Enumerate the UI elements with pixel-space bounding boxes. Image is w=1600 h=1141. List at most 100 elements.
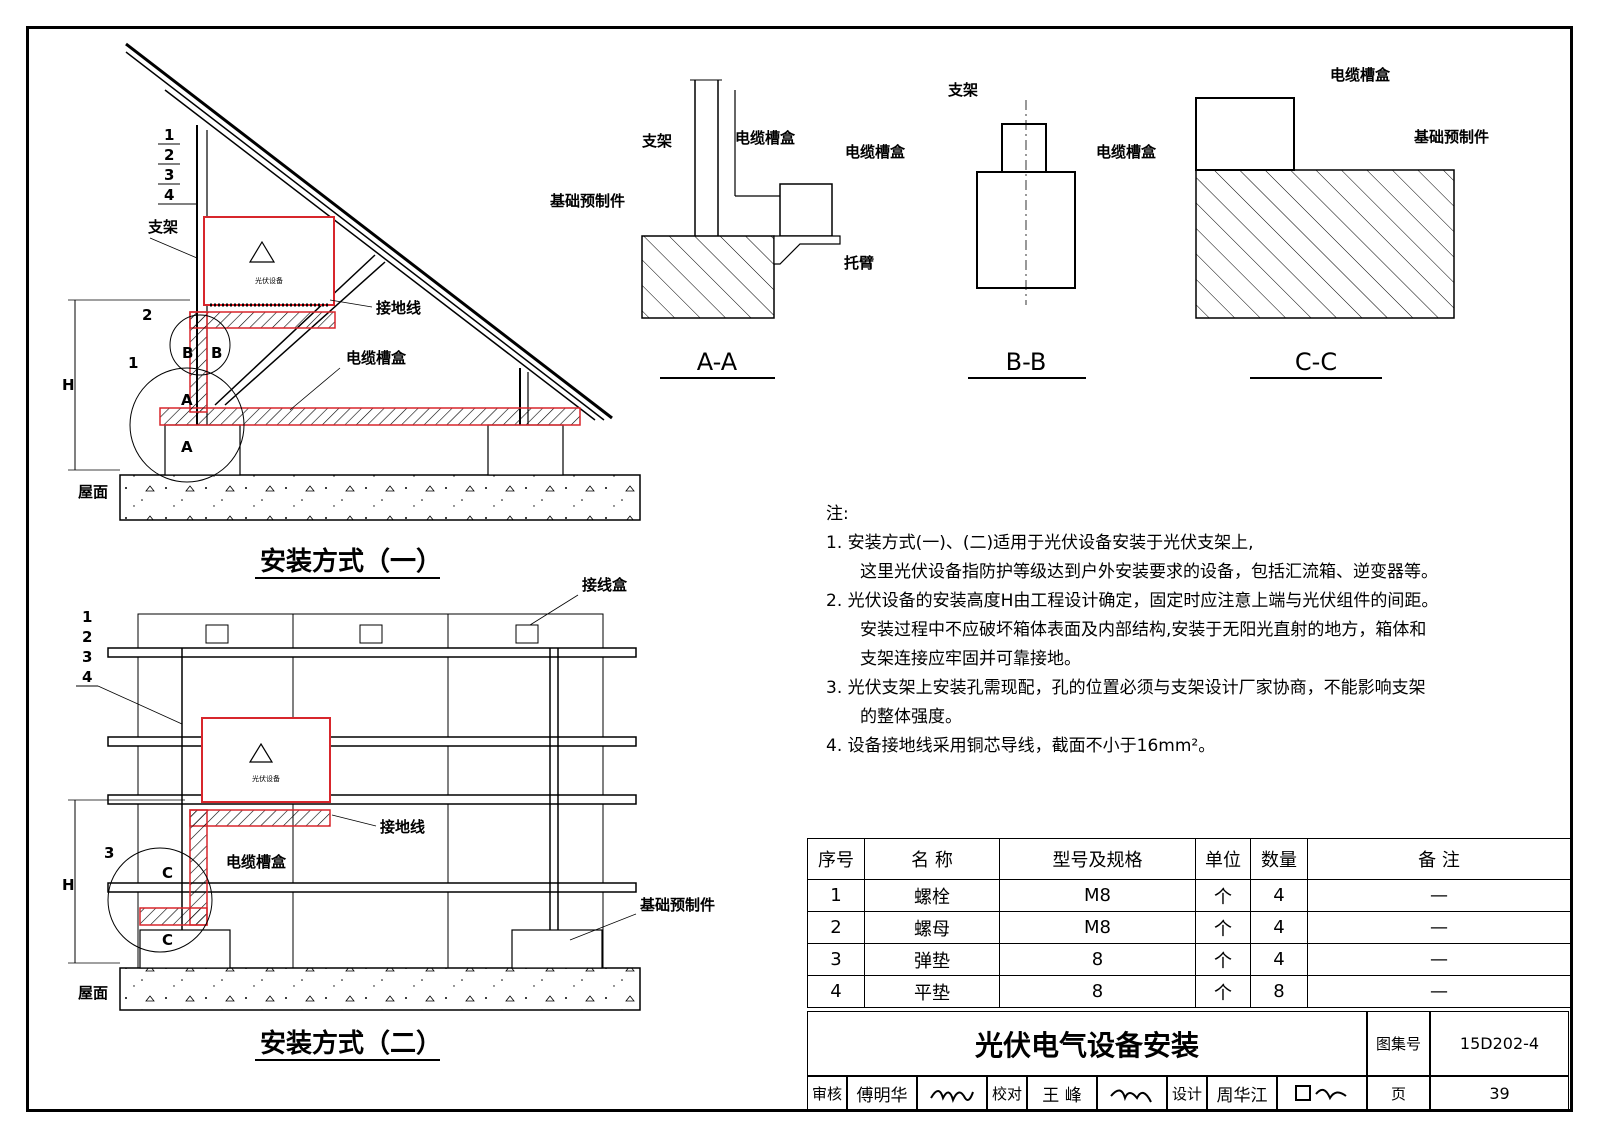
section-aa-title: A-A bbox=[697, 348, 738, 376]
bom-cell: 4 bbox=[1250, 943, 1308, 976]
bom-cell: 8 bbox=[1250, 975, 1308, 1008]
label-roof: 屋面 bbox=[78, 984, 108, 1002]
item-number-stack: 1 2 3 4 bbox=[76, 608, 183, 725]
label-cable-tray: 电缆槽盒 bbox=[735, 129, 796, 147]
detail-circle-1 bbox=[129, 367, 245, 483]
section-cc-title: C-C bbox=[1295, 348, 1337, 376]
bom-cell: 1 bbox=[807, 879, 865, 912]
cantilever-arm bbox=[773, 235, 841, 265]
label-cable-tray: 电缆槽盒 bbox=[845, 143, 906, 161]
section-bb-title: B-B bbox=[1006, 348, 1047, 376]
bom-header: 数量 bbox=[1250, 838, 1308, 880]
page-number: 39 bbox=[1430, 1076, 1569, 1110]
bom-cell: 个 bbox=[1195, 879, 1251, 912]
method2-elevation: 光伏设备 H 1 2 3 4 接线盒 接地线 电缆槽盒 基础预制件 屋面 3 C… bbox=[62, 576, 715, 1061]
bom-cell: 8 bbox=[999, 943, 1196, 976]
label-ground-wire: 接地线 bbox=[376, 299, 421, 317]
note-line: 支架连接应牢固并可靠接地。 bbox=[860, 649, 1081, 669]
note-line: 4. 设备接地线采用铜芯导线，截面不小于16mm²。 bbox=[826, 736, 1216, 756]
svg-text:2: 2 bbox=[82, 628, 92, 646]
bom-cell: 平垫 bbox=[864, 975, 1000, 1008]
bom-cell: — bbox=[1307, 975, 1571, 1008]
label-bracket: 支架 bbox=[147, 218, 178, 236]
cable-tray-vertical bbox=[189, 311, 208, 413]
height-dim-label: H bbox=[62, 376, 75, 394]
bom-header: 型号及规格 bbox=[999, 838, 1196, 880]
designer-name: 周华江 bbox=[1207, 1076, 1277, 1110]
note-line: 2. 光伏设备的安装高度H由工程设计确定，固定时应注意上端与光伏组件的间距。 bbox=[826, 591, 1439, 611]
bom-cell: 螺栓 bbox=[864, 879, 1000, 912]
review-label: 审核 bbox=[807, 1076, 847, 1110]
checker-signature bbox=[1097, 1076, 1167, 1110]
label-bracket: 支架 bbox=[947, 81, 978, 99]
svg-text:4: 4 bbox=[82, 668, 92, 686]
label-foundation: 基础预制件 bbox=[549, 192, 625, 210]
method1-elevation: 光伏设备 H 1 2 3 4 支架 接地线 电缆槽盒 屋面 2 1 B B A … bbox=[62, 42, 641, 579]
junction-box bbox=[515, 624, 539, 644]
section-mark-c: C bbox=[162, 864, 173, 882]
bom-cell: — bbox=[1307, 911, 1571, 944]
section-mark-b: B bbox=[211, 344, 222, 362]
section-mark-c: C bbox=[162, 931, 173, 949]
bom-cell: 4 bbox=[1250, 911, 1308, 944]
svg-text:3: 3 bbox=[82, 648, 92, 666]
bom-header: 序号 bbox=[807, 838, 865, 880]
svg-text:2: 2 bbox=[164, 146, 174, 164]
label-cantilever: 托臂 bbox=[844, 254, 874, 272]
reviewer-name: 傅明华 bbox=[847, 1076, 917, 1110]
pv-equipment-box bbox=[203, 216, 335, 306]
check-label: 校对 bbox=[987, 1076, 1027, 1110]
svg-text:4: 4 bbox=[164, 186, 174, 204]
junction-box bbox=[205, 624, 229, 644]
bom-cell: — bbox=[1307, 943, 1571, 976]
label-foundation: 基础预制件 bbox=[639, 896, 715, 914]
cable-tray-section bbox=[779, 183, 833, 237]
bom-cell: — bbox=[1307, 879, 1571, 912]
reviewer-signature bbox=[917, 1076, 987, 1110]
roof-slab bbox=[119, 967, 641, 1011]
label-roof: 屋面 bbox=[78, 483, 108, 501]
label-cable-tray: 电缆槽盒 bbox=[346, 349, 407, 367]
detail-label-1: 1 bbox=[128, 354, 138, 372]
detail-label-3: 3 bbox=[104, 844, 114, 862]
equipment-label: 光伏设备 bbox=[252, 774, 280, 783]
notes-block: 注: 1. 安装方式(一)、(二)适用于光伏设备安装于光伏支架上, 这里光伏设备… bbox=[826, 500, 1466, 761]
checker-name: 王 峰 bbox=[1027, 1076, 1097, 1110]
cable-tray-horizontal bbox=[159, 407, 581, 426]
note-line: 的整体强度。 bbox=[860, 707, 962, 727]
bom-cell: 个 bbox=[1195, 975, 1251, 1008]
label-junction-box: 接线盒 bbox=[582, 576, 628, 594]
label-foundation: 基础预制件 bbox=[1413, 128, 1489, 146]
section-mark-a: A bbox=[181, 438, 193, 456]
pv-module-rail bbox=[125, 42, 613, 420]
drawing-frame bbox=[26, 26, 1573, 1112]
height-dim-label: H bbox=[62, 876, 75, 894]
note-line: 1. 安装方式(一)、(二)适用于光伏设备安装于光伏支架上, bbox=[826, 533, 1254, 553]
bom-cell: 8 bbox=[999, 975, 1196, 1008]
detail-label-2: 2 bbox=[142, 306, 152, 324]
section-mark-b: B bbox=[182, 344, 193, 362]
bom-cell: 弹垫 bbox=[864, 943, 1000, 976]
design-label: 设计 bbox=[1167, 1076, 1207, 1110]
label-cable-tray: 电缆槽盒 bbox=[1330, 66, 1391, 84]
page-label: 页 bbox=[1367, 1076, 1430, 1110]
note-line: 这里光伏设备指防护等级达到户外安装要求的设备，包括汇流箱、逆变器等。 bbox=[860, 562, 1438, 582]
bom-cell: 4 bbox=[1250, 879, 1308, 912]
designer-signature bbox=[1277, 1076, 1367, 1110]
title-block: 光伏电气设备安装 图集号 15D202-4 审核 傅明华 校对 王 峰 设计 周… bbox=[807, 1011, 1569, 1110]
pv-equipment-box bbox=[201, 717, 331, 803]
detail-circle-2 bbox=[169, 314, 231, 376]
svg-text:3: 3 bbox=[164, 166, 174, 184]
warning-icon bbox=[248, 742, 274, 763]
bom-cell: 螺母 bbox=[864, 911, 1000, 944]
cable-tray-section bbox=[1195, 97, 1295, 171]
label-cable-tray: 电缆槽盒 bbox=[226, 853, 287, 871]
cable-tray-upper bbox=[189, 311, 336, 329]
item-number-stack: 1 2 3 4 bbox=[158, 126, 198, 205]
